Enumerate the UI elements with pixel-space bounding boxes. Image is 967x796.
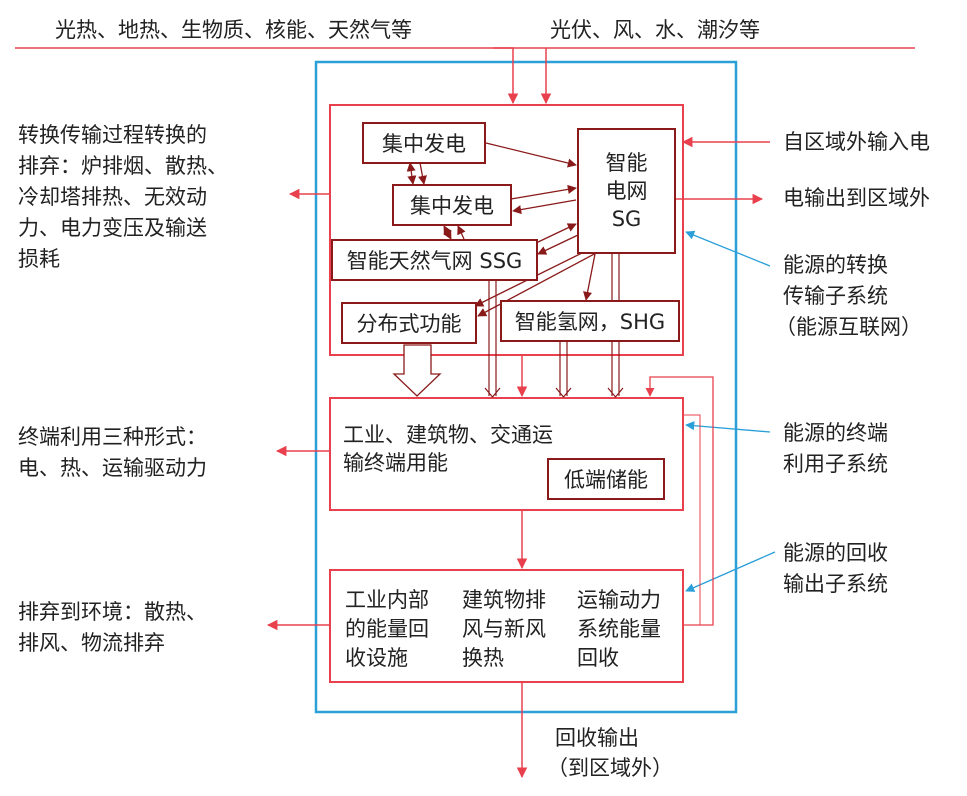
arrow-grid-to-hydrogen <box>583 253 596 301</box>
note-recovery-output-line-2: （到区域外） <box>547 756 673 780</box>
hollow-arrow-distributed-to-enduse <box>392 344 442 397</box>
recovery-building-line-1: 建筑物排 <box>462 588 546 612</box>
recovery-transport-line-3: 回收 <box>577 646 619 670</box>
arrow-grid-to-distributed-b <box>477 251 599 317</box>
note-discharge: 排弃到环境：散热、 排风、物流排弃 <box>18 597 207 659</box>
double-arrow-gas-1 <box>484 274 501 398</box>
note-enduse-forms: 终端利用三种形式： 电、热、运输驱动力 <box>18 422 207 484</box>
note-conversion-loss-line-4: 力、电力变压及输送 <box>18 216 207 240</box>
recovery-building-line-3: 换热 <box>462 646 504 670</box>
central-generation-box-2: 集中发电 <box>392 184 512 226</box>
distributed-function-box: 分布式功能 <box>341 302 477 344</box>
low-end-storage-box: 低端储能 <box>547 458 665 500</box>
arrow-gen1-to-grid <box>485 142 577 168</box>
note-recovery-subsystem-line-2: 输出子系统 <box>783 572 888 596</box>
recovery-industrial-line-2: 的能量回 <box>345 617 429 641</box>
feedback-arrow-recovery-to-enduse <box>645 376 714 626</box>
note-discharge-line-1: 排弃到环境：散热、 <box>18 600 207 624</box>
conversion-subsystem-box <box>329 104 684 356</box>
arrow-gas-to-gen2-b <box>457 225 466 240</box>
arrow-gen2-to-grid <box>510 184 577 200</box>
note-enduse-subsystem-line-2: 利用子系统 <box>783 452 888 476</box>
note-conversion-loss-line-2: 排弃：炉排烟、散热、 <box>18 154 228 178</box>
note-conversion-subsystem: 能源的转换 传输子系统 （能源互联网） <box>775 250 922 343</box>
arrow-grid-to-gas <box>537 234 579 255</box>
enduse-text-line-2: 输终端用能 <box>343 451 448 475</box>
note-conversion-loss-line-3: 冷却塔排热、无效动 <box>18 185 207 209</box>
arrow-gas-to-gen2-a <box>443 225 452 240</box>
label-renewable-sources: 光伏、风、水、潮汐等 <box>550 18 760 42</box>
note-conversion-loss-line-5: 损耗 <box>18 247 60 271</box>
recovery-industrial: 工业内部 的能量回 收设施 <box>345 586 429 673</box>
recovery-industrial-line-1: 工业内部 <box>345 588 429 612</box>
double-arrow-hydrogen <box>555 340 572 398</box>
enduse-subsystem-box <box>329 397 684 511</box>
arrow-gen1-to-gen2 <box>406 162 417 185</box>
recovery-subsystem-box <box>329 569 684 683</box>
recovery-transport-line-2: 系统能量 <box>577 617 661 641</box>
note-enduse-forms-line-1: 终端利用三种形式： <box>18 425 207 449</box>
smart-grid-box: 智能 电网 SG <box>577 128 676 254</box>
recovery-transport-line-1: 运输动力 <box>577 588 661 612</box>
note-discharge-line-2: 排风、物流排弃 <box>18 631 165 655</box>
pointer-enduse-subsystem <box>685 421 771 433</box>
recovery-transport: 运输动力 系统能量 回收 <box>577 586 661 673</box>
arrow-gas-to-grid <box>535 223 577 244</box>
note-export-electricity: 电输出到区域外 <box>783 186 930 210</box>
note-enduse-forms-line-2: 电、热、运输驱动力 <box>18 456 207 480</box>
note-enduse-subsystem-line-1: 能源的终端 <box>783 421 888 445</box>
note-recovery-subsystem-line-1: 能源的回收 <box>783 541 888 565</box>
note-recovery-output: 回收输出 （到区域外） <box>547 723 673 783</box>
recovery-building: 建筑物排 风与新风 换热 <box>462 586 546 673</box>
note-recovery-output-line-1: 回收输出 <box>555 726 639 750</box>
arrow-enduse-to-recovery-side <box>683 414 701 625</box>
note-conversion-loss: 转换传输过程转换的 排弃：炉排烟、散热、 冷却塔排热、无效动 力、电力变压及输送… <box>18 120 228 275</box>
smart-gas-network-box: 智能天然气网 SSG <box>331 239 538 281</box>
smart-grid-line-3: SG <box>611 207 642 231</box>
note-conversion-loss-line-1: 转换传输过程转换的 <box>18 123 207 147</box>
note-enduse-subsystem: 能源的终端 利用子系统 <box>783 418 888 480</box>
arrow-gen1-to-gen2-b <box>417 162 427 185</box>
pointer-recovery-subsystem <box>685 551 776 592</box>
note-conversion-subsystem-line-2: 传输子系统 <box>783 284 888 308</box>
enduse-text-line-1: 工业、建筑物、交通运 <box>343 423 553 447</box>
smart-grid-line-2: 电网 <box>605 179 648 203</box>
pointer-conversion-subsystem <box>685 230 771 267</box>
arrow-grid-to-gen2 <box>512 199 577 215</box>
arrow-heat-sources-in <box>493 47 519 105</box>
smart-grid-line-1: 智能 <box>605 151 648 175</box>
note-conversion-subsystem-line-1: 能源的转换 <box>783 253 888 277</box>
recovery-building-line-2: 风与新风 <box>462 617 546 641</box>
recovery-industrial-line-3: 收设施 <box>345 646 408 670</box>
note-import-electricity: 自区域外输入电 <box>783 130 930 154</box>
system-boundary <box>314 60 738 714</box>
label-heat-sources: 光热、地热、生物质、核能、天然气等 <box>55 18 412 42</box>
smart-hydrogen-network-box: 智能氢网，SHG <box>500 300 680 342</box>
note-conversion-subsystem-line-3: （能源互联网） <box>775 315 922 339</box>
note-recovery-subsystem: 能源的回收 输出子系统 <box>783 538 888 600</box>
central-generation-box-1: 集中发电 <box>362 122 486 164</box>
